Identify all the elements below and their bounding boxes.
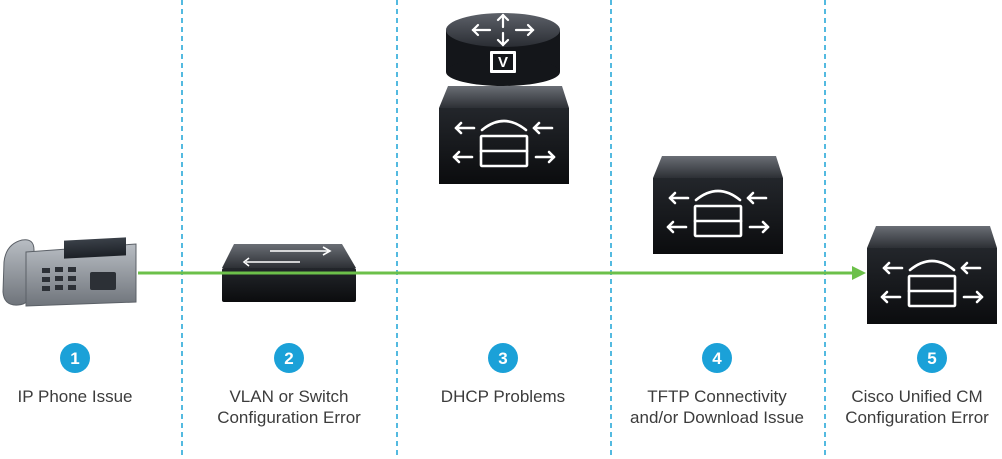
arrow-head-icon	[852, 266, 866, 280]
section-dividers	[181, 0, 826, 459]
step-4-line-2: and/or Download Issue	[630, 408, 804, 427]
router-icon: V	[446, 13, 560, 86]
step-3-line-1: DHCP Problems	[440, 387, 566, 406]
step-label-2: VLAN or Switch Configuration Error	[189, 386, 389, 428]
step-2-line-2: Configuration Error	[217, 408, 361, 427]
flow-line	[138, 266, 866, 280]
step-5-line-2: Configuration Error	[845, 408, 989, 427]
step-number-3: 3	[498, 349, 507, 368]
ip-phone-icon	[2, 237, 137, 307]
step-1-line-1: IP Phone Issue	[17, 387, 133, 406]
step-badge-1: 1	[60, 343, 90, 373]
step-label-4: TFTP Connectivity and/or Download Issue	[617, 386, 817, 428]
step-badge-4: 4	[702, 343, 732, 373]
step-number-5: 5	[927, 349, 936, 368]
switch-icon	[222, 244, 356, 302]
step-badge-5: 5	[917, 343, 947, 373]
cisco-unified-cm-icon	[867, 226, 997, 324]
step-number-1: 1	[70, 349, 79, 368]
dhcp-server-icon	[439, 86, 569, 184]
step-label-5: Cisco Unified CM Configuration Error	[817, 386, 1002, 428]
step-number-4: 4	[712, 349, 722, 368]
step-badge-3: 3	[488, 343, 518, 373]
step-label-1: IP Phone Issue	[0, 386, 175, 407]
step-4-line-1: TFTP Connectivity	[647, 387, 787, 406]
step-label-3: DHCP Problems	[403, 386, 603, 407]
step-badge-2: 2	[274, 343, 304, 373]
step-2-line-1: VLAN or Switch	[229, 387, 349, 406]
router-v-label: V	[498, 54, 508, 71]
step-number-2: 2	[284, 349, 293, 368]
tftp-server-icon	[653, 156, 783, 254]
step-5-line-1: Cisco Unified CM	[851, 387, 983, 406]
